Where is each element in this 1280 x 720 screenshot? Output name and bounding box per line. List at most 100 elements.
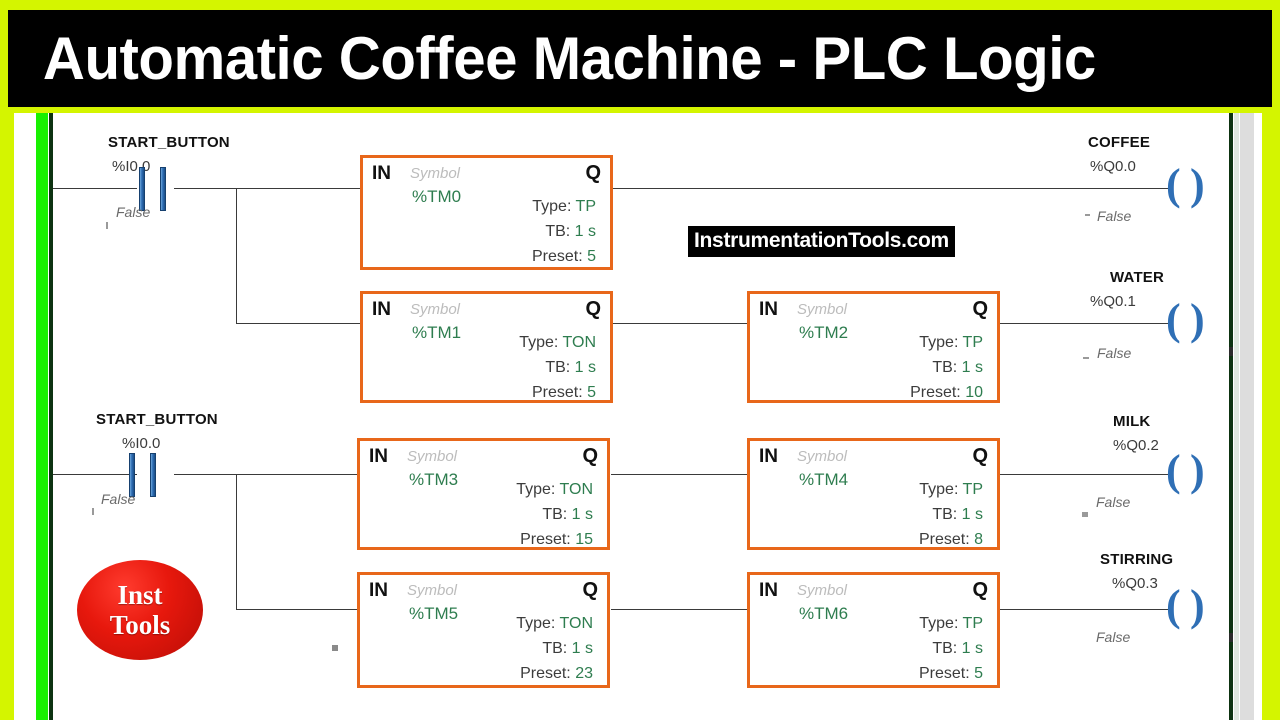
timer-tb-label: TB: [932, 506, 958, 523]
timer-block-tm0[interactable]: IN Q Symbol %TM0 Type: TP TB: 1 s Preset… [360, 155, 613, 270]
timer-tb-label: TB: [932, 359, 958, 376]
inst-tools-logo: Inst Tools [77, 560, 203, 660]
left-margin-strip [0, 113, 14, 720]
coil-milk-icon[interactable]: () [1166, 446, 1205, 495]
watermark-instrumentationtools: InstrumentationTools.com [688, 226, 955, 257]
ladder-canvas[interactable] [0, 113, 1280, 720]
timer-block-tm1[interactable]: IN Q Symbol %TM1 Type: TON TB: 1 s Prese… [360, 291, 613, 403]
wire-tm1-to-tm2 [613, 323, 747, 324]
coil-stirring-name: STIRRING [1100, 551, 1174, 568]
timer-tag: %TM4 [799, 470, 849, 489]
timer-tag: %TM2 [799, 323, 849, 342]
timer-preset-value: 23 [575, 665, 593, 682]
timer-type-value: TP [962, 615, 983, 632]
timer-type-label: Type: [519, 334, 559, 351]
logo-line-2: Tools [109, 610, 171, 640]
wire-rung2-to-tm3 [174, 474, 360, 475]
timer-type-label: Type: [532, 198, 572, 215]
left-power-rail [36, 113, 48, 720]
timer-symbol-label: Symbol [410, 301, 461, 318]
timer-preset-label: Preset: [531, 248, 583, 265]
page-title: Automatic Coffee Machine - PLC Logic [42, 25, 1096, 92]
timer-tag: %TM3 [409, 470, 459, 489]
timer-type-label: Type: [919, 481, 959, 498]
coil-water-address: %Q0.1 [1090, 293, 1136, 310]
contact-1-name: START_BUTTON [108, 134, 230, 151]
timer-tb-value: 1 s [961, 640, 983, 657]
timer-block-tm4[interactable]: IN Q Symbol %TM4 Type: TP TB: 1 s Preset… [747, 438, 1000, 550]
timer-type-value: TP [575, 198, 596, 215]
right-margin-strip [1262, 113, 1280, 720]
coil-coffee-marker [1085, 214, 1090, 216]
coil-milk-state: False [1096, 494, 1131, 510]
coil-coffee-icon[interactable]: () [1166, 160, 1205, 209]
contact-2-state: False [101, 491, 136, 507]
timer-type-label: Type: [919, 615, 959, 632]
coil-coffee-state: False [1097, 208, 1132, 224]
timer-type-label: Type: [919, 334, 959, 351]
right-rail-highlight [1234, 113, 1239, 720]
timer-parameters: Type: TP TB: 1 s Preset: 10 [910, 330, 983, 405]
timer-tb-label: TB: [932, 640, 958, 657]
branch-rung2-down [236, 474, 237, 609]
timer-preset-value: 5 [974, 665, 983, 682]
timer-q-terminal: Q [582, 445, 598, 467]
timer-tb-label: TB: [542, 640, 568, 657]
coil-stirring-state: False [1096, 629, 1131, 645]
timer-block-tm2[interactable]: IN Q Symbol %TM2 Type: TP TB: 1 s Preset… [747, 291, 1000, 403]
timer-preset-label: Preset: [520, 665, 571, 682]
timer-block-tm3[interactable]: IN Q Symbol %TM3 Type: TON TB: 1 s Prese… [357, 438, 610, 550]
timer-tb-label: TB: [545, 223, 571, 240]
timer-symbol-label: Symbol [797, 448, 848, 465]
wire-tm5-to-tm6 [611, 609, 747, 610]
timer-in-terminal: IN [369, 446, 388, 467]
coil-water-state: False [1097, 345, 1132, 361]
timer-q-terminal: Q [972, 445, 988, 467]
wire-tm0-to-coffee [613, 188, 1173, 189]
timer-tag: %TM0 [412, 187, 462, 206]
timer-tb-value: 1 s [574, 223, 596, 240]
timer-q-terminal: Q [972, 579, 988, 601]
timer-tb-value: 1 s [574, 359, 596, 376]
timer-preset-value: 5 [587, 384, 596, 401]
timer-symbol-label: Symbol [407, 448, 458, 465]
timer-in-terminal: IN [759, 299, 778, 320]
timer-parameters: Type: TP TB: 1 s Preset: 5 [919, 611, 983, 686]
timer-tb-value: 1 s [571, 640, 593, 657]
timer-symbol-label: Symbol [410, 165, 461, 182]
timer-type-label: Type: [516, 481, 556, 498]
coil-coffee-address: %Q0.0 [1090, 158, 1136, 175]
timer-block-tm5[interactable]: IN Q Symbol %TM5 Type: TON TB: 1 s Prese… [357, 572, 610, 688]
coil-water-marker [1083, 357, 1089, 359]
wire-rung2-to-tm5 [236, 609, 360, 610]
timer-q-terminal: Q [582, 579, 598, 601]
timer-in-terminal: IN [369, 580, 388, 601]
contact-1-marker [106, 222, 108, 229]
coil-stirring-address: %Q0.3 [1112, 575, 1158, 592]
right-scroll-gutter[interactable] [1240, 113, 1254, 720]
timer-q-terminal: Q [972, 298, 988, 320]
rail-marker-1 [1229, 347, 1233, 356]
timer-preset-value: 15 [575, 531, 593, 548]
wire-tm4-to-milk [1000, 474, 1173, 475]
timer-tb-label: TB: [545, 359, 571, 376]
timer-preset-label: Preset: [520, 531, 571, 548]
timer-parameters: Type: TON TB: 1 s Preset: 15 [516, 477, 593, 552]
wire-tm3-to-tm4 [611, 474, 747, 475]
wire-tm2-to-water [1000, 323, 1173, 324]
timer-preset-label: Preset: [918, 665, 970, 682]
timer-in-terminal: IN [759, 446, 778, 467]
logo-line-1: Inst [117, 580, 163, 610]
coil-milk-address: %Q0.2 [1113, 437, 1159, 454]
wire-rung1-in [53, 188, 137, 189]
timer-q-terminal: Q [585, 162, 601, 184]
timer-type-value: TP [962, 334, 983, 351]
rail-marker-2 [1229, 633, 1233, 642]
timer-tb-value: 1 s [571, 506, 593, 523]
timer-tb-value: 1 s [961, 359, 983, 376]
timer-block-tm6[interactable]: IN Q Symbol %TM6 Type: TP TB: 1 s Preset… [747, 572, 1000, 688]
coil-stirring-icon[interactable]: () [1166, 581, 1205, 630]
wire-tm6-to-stirring [1000, 609, 1173, 610]
timer-symbol-label: Symbol [407, 582, 458, 599]
coil-water-icon[interactable]: () [1166, 295, 1205, 344]
